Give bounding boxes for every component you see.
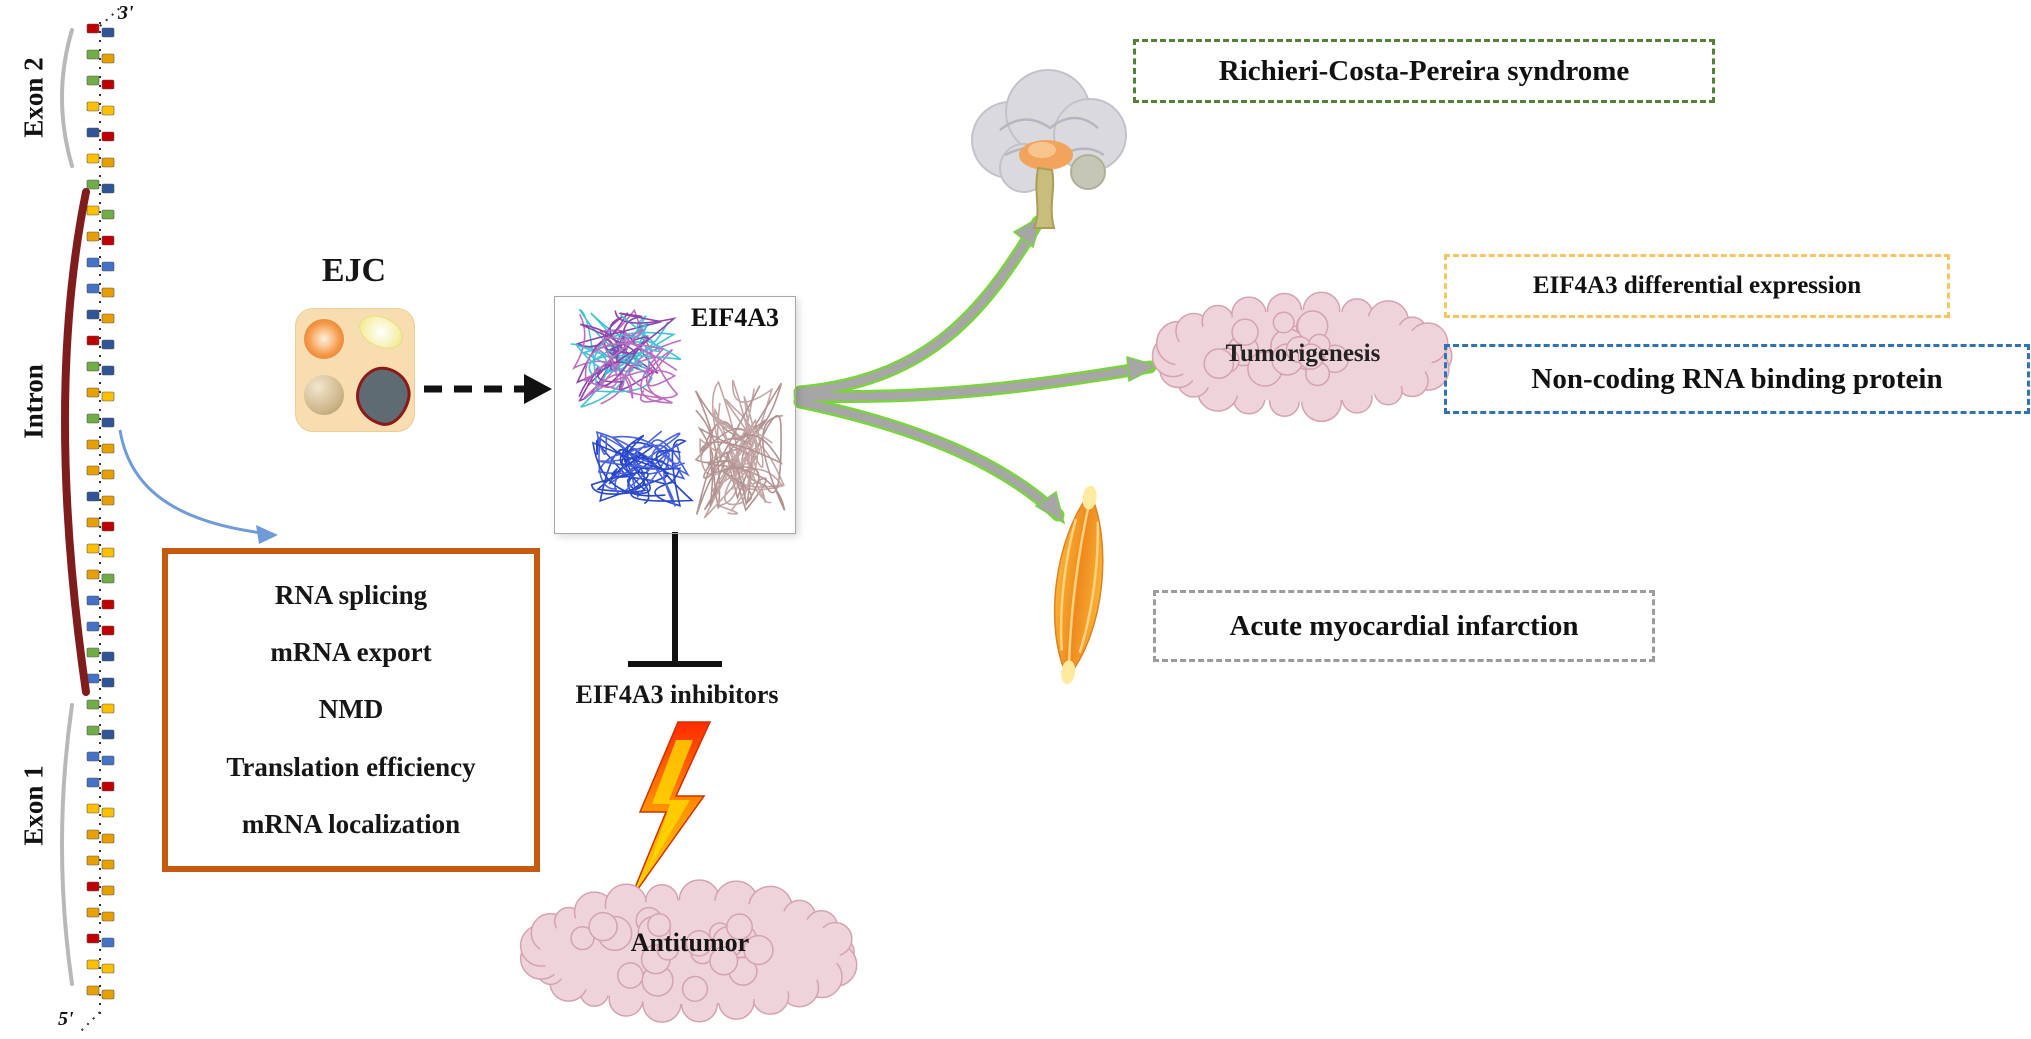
ejc-label: EJC — [321, 252, 387, 289]
rna-strand-backbone — [79, 5, 123, 1033]
exon1-bracket — [60, 703, 74, 986]
brain-icon — [971, 69, 1127, 229]
rna-strand-nucleotides — [86, 23, 115, 1000]
syndrome-box: Richieri-Costa-Pereira syndrome — [1133, 39, 1715, 103]
ejc-complex — [295, 308, 417, 432]
intron-bracket — [61, 188, 90, 696]
differential-expression-box: EIF4A3 differential expression — [1444, 254, 1950, 318]
tumorigenesis-label: Tumorigenesis — [1225, 340, 1381, 367]
inhibition-line — [628, 532, 722, 667]
noncoding-rna-box: Non-coding RNA binding protein — [1444, 344, 2030, 414]
noncoding-rna-label: Non-coding RNA binding protein — [1531, 362, 1943, 395]
infarction-box: Acute myocardial infarction — [1153, 590, 1655, 662]
function-mrna-localization: mRNA localization — [241, 808, 461, 839]
strand-label-exon1: Exon 1 — [18, 765, 49, 846]
strand-three-prime-label: 3' — [118, 2, 134, 24]
ejc-subunit-sphere-icon — [304, 375, 344, 415]
ejc-subunit-orange-icon — [304, 319, 344, 359]
outcome-arrows — [793, 214, 1161, 525]
eif4a3-protein-box: EIF4A3 — [554, 296, 796, 534]
function-mrna-export: mRNA export — [270, 637, 432, 668]
strand-label-intron: Intron — [18, 364, 49, 439]
ejc-subunit-dark-icon — [349, 361, 417, 431]
exon2-bracket — [60, 28, 74, 168]
strand-label-exon2: Exon 2 — [18, 57, 49, 138]
function-rna-splicing: RNA splicing — [274, 580, 428, 611]
eif4a3-title: EIF4A3 — [690, 303, 779, 332]
ejc-subunit-yellow-icon — [353, 308, 409, 356]
syndrome-label: Richieri-Costa-Pereira syndrome — [1218, 54, 1630, 87]
antitumor-tissue-icon — [519, 879, 858, 1023]
muscle-icon — [1053, 485, 1104, 685]
eif4a3-structures-icon — [570, 308, 786, 519]
ejc-to-functions-arrow — [118, 429, 278, 544]
eif4a3-inhibitors-label: EIF4A3 inhibitors — [575, 680, 779, 709]
lightning-bolt-icon — [629, 721, 712, 901]
function-translation-efficiency: Translation efficiency — [226, 751, 476, 782]
function-nmd: NMD — [318, 694, 384, 725]
ejc-to-eif4a3-arrow — [424, 374, 552, 404]
strand-five-prime-label: 5' — [58, 1008, 74, 1030]
differential-expression-label: EIF4A3 differential expression — [1532, 272, 1862, 299]
ejc-functions-box: RNA splicing mRNA export NMD Translation… — [162, 548, 540, 872]
infarction-label: Acute myocardial infarction — [1229, 609, 1579, 642]
tumorigenesis-tissue-icon — [1151, 291, 1453, 423]
antitumor-label: Antitumor — [630, 928, 750, 957]
